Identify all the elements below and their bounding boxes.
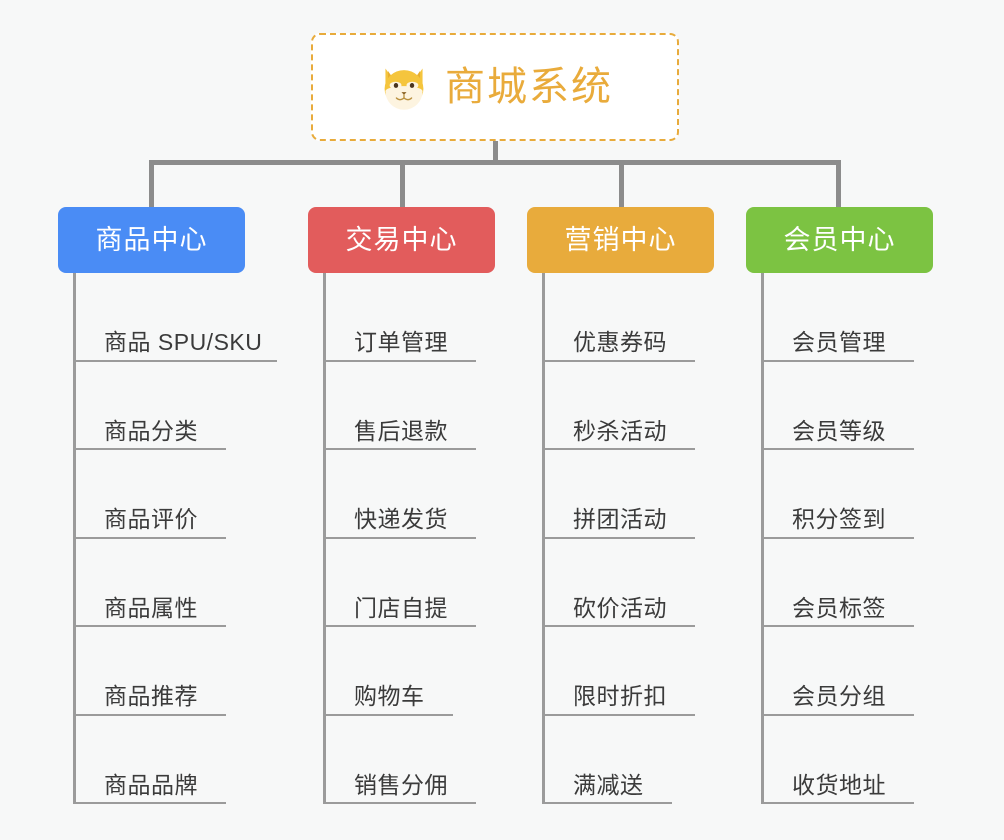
leaf-label: 积分签到 xyxy=(792,506,886,533)
leaf-label: 商品评价 xyxy=(104,506,198,533)
leaf-stem-2 xyxy=(323,273,326,804)
leaf-label: 收货地址 xyxy=(792,771,886,798)
leaf-item[interactable]: 门店自提 xyxy=(323,539,476,627)
leaf-item[interactable]: 快递发货 xyxy=(323,450,476,539)
leaf-stem-1 xyxy=(73,273,76,804)
leaf-label: 商品属性 xyxy=(104,594,198,621)
leaf-item[interactable]: 砍价活动 xyxy=(542,539,695,627)
leaf-item[interactable]: 售后退款 xyxy=(323,362,476,450)
leaf-label: 会员标签 xyxy=(792,594,886,621)
leaf-label: 商品分类 xyxy=(104,417,198,444)
category-label-4: 会员中心 xyxy=(783,224,896,255)
leaf-item[interactable]: 会员等级 xyxy=(761,362,914,450)
category-box-3[interactable]: 营销中心 xyxy=(527,207,714,273)
leaf-item[interactable]: 商品品牌 xyxy=(73,716,226,804)
leaf-item[interactable]: 拼团活动 xyxy=(542,450,695,539)
root-node[interactable]: 商城系统 xyxy=(311,33,679,141)
leaf-item[interactable]: 商品属性 xyxy=(73,539,226,627)
category-label-3: 营销中心 xyxy=(564,224,677,255)
leaf-item[interactable]: 订单管理 xyxy=(323,273,476,362)
leaf-stem-3 xyxy=(542,273,545,804)
leaf-item[interactable]: 限时折扣 xyxy=(542,627,695,716)
leaf-label: 商品推荐 xyxy=(104,683,198,710)
connector-bus-bar xyxy=(149,160,841,165)
leaf-item[interactable]: 商品推荐 xyxy=(73,627,226,716)
leaf-stem-4 xyxy=(761,273,764,804)
leaf-label: 会员分组 xyxy=(792,683,886,710)
leaf-item[interactable]: 商品 SPU/SKU xyxy=(73,273,277,362)
leaf-label: 会员等级 xyxy=(792,417,886,444)
leaf-label: 订单管理 xyxy=(354,329,448,356)
leaf-item[interactable]: 优惠券码 xyxy=(542,273,695,362)
leaf-item[interactable]: 销售分佣 xyxy=(323,716,476,804)
leaf-label: 秒杀活动 xyxy=(573,417,667,444)
leaf-label: 限时折扣 xyxy=(573,683,667,710)
leaf-item[interactable]: 满减送 xyxy=(542,716,672,804)
leaf-label: 快递发货 xyxy=(354,506,448,533)
leaf-item[interactable]: 会员分组 xyxy=(761,627,914,716)
connector-root-drop xyxy=(493,141,498,164)
leaf-item[interactable]: 购物车 xyxy=(323,627,453,716)
leaf-label: 购物车 xyxy=(354,683,425,710)
leaf-label: 销售分佣 xyxy=(354,771,448,798)
category-box-2[interactable]: 交易中心 xyxy=(308,207,495,273)
leaf-label: 门店自提 xyxy=(354,594,448,621)
category-label-1: 商品中心 xyxy=(95,224,208,255)
connector-drop-3 xyxy=(619,160,624,208)
leaf-label: 会员管理 xyxy=(792,329,886,356)
leaf-label: 售后退款 xyxy=(354,417,448,444)
category-label-2: 交易中心 xyxy=(345,224,458,255)
leaf-item[interactable]: 会员管理 xyxy=(761,273,914,362)
root-title: 商城系统 xyxy=(445,65,613,109)
category-box-4[interactable]: 会员中心 xyxy=(746,207,933,273)
leaf-label: 商品 SPU/SKU xyxy=(104,329,263,356)
category-box-1[interactable]: 商品中心 xyxy=(58,207,245,273)
leaf-item[interactable]: 收货地址 xyxy=(761,716,914,804)
leaf-item[interactable]: 商品评价 xyxy=(73,450,226,539)
leaf-item[interactable]: 商品分类 xyxy=(73,362,226,450)
leaf-item[interactable]: 会员标签 xyxy=(761,539,914,627)
leaf-label: 优惠券码 xyxy=(573,329,667,356)
leaf-label: 砍价活动 xyxy=(573,594,667,621)
leaf-item[interactable]: 积分签到 xyxy=(761,450,914,539)
leaf-label: 商品品牌 xyxy=(104,771,198,798)
leaf-item[interactable]: 秒杀活动 xyxy=(542,362,695,450)
shiba-dog-face-icon xyxy=(384,68,424,110)
leaf-label: 满减送 xyxy=(573,771,644,798)
connector-drop-4 xyxy=(836,160,841,208)
leaf-label: 拼团活动 xyxy=(573,506,667,533)
connector-drop-2 xyxy=(400,160,405,208)
connector-drop-1 xyxy=(149,160,154,208)
